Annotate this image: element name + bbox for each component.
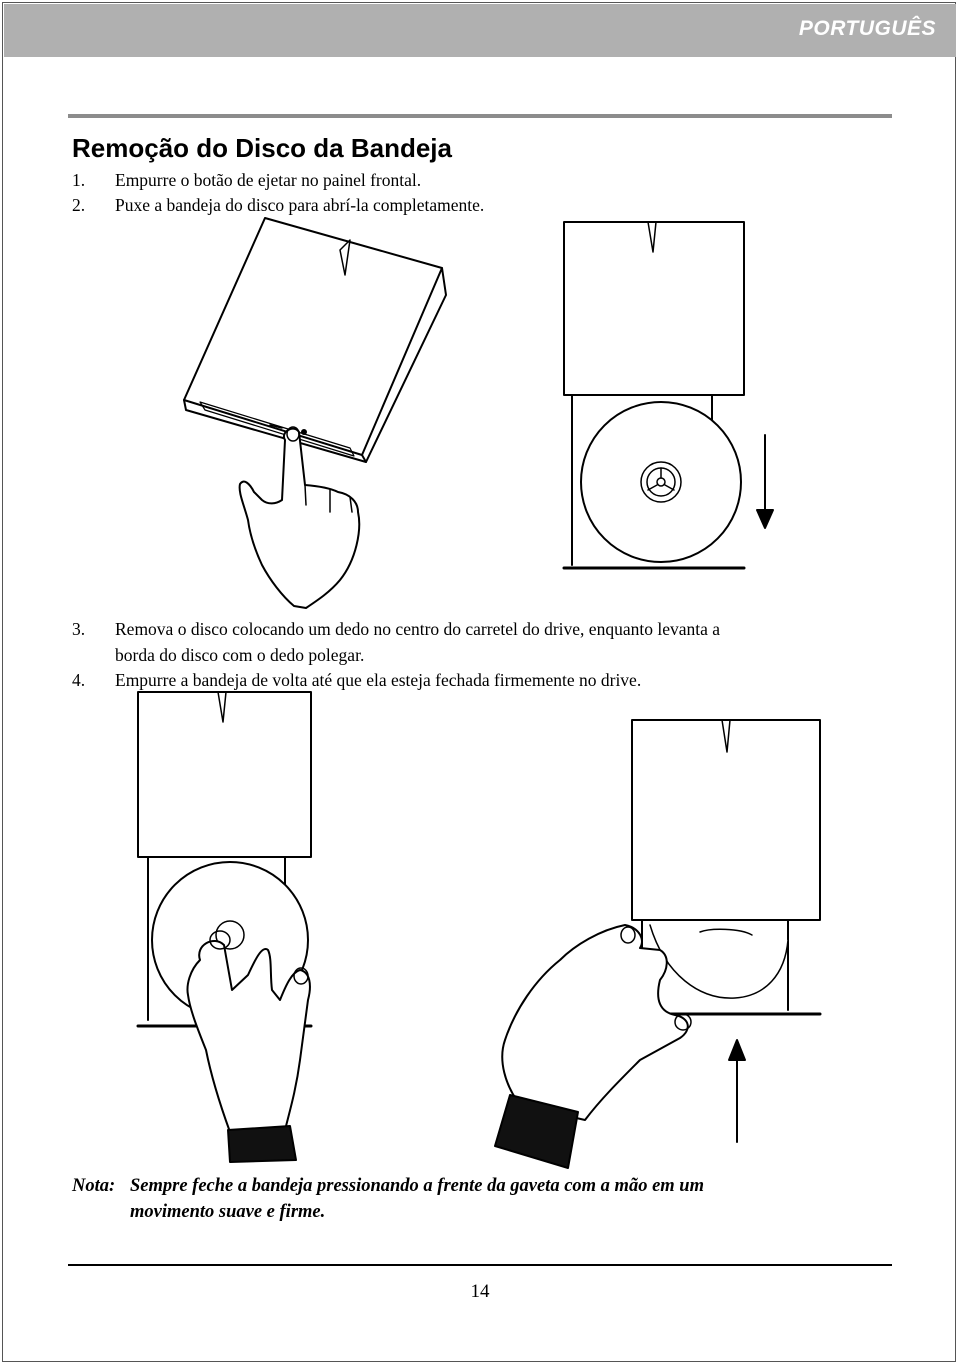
note-label: Nota:	[72, 1176, 116, 1196]
disc-removal-figure	[136, 691, 313, 1163]
language-label: PORTUGUÊS	[798, 17, 936, 40]
step-text: Remova o disco colocando um dedo no cent…	[115, 619, 720, 639]
note-line-1: Sempre feche a bandeja pressionando a fr…	[130, 1176, 704, 1196]
note: Nota:	[72, 1176, 115, 1197]
step-number: 4.	[72, 670, 86, 690]
page-number: 14	[470, 1281, 490, 1302]
step-number: 1.	[72, 170, 86, 190]
step-number: 2.	[72, 195, 86, 215]
step-text: Empurre a bandeja de volta até que ela e…	[115, 670, 642, 690]
step-text: Empurre o botão de ejetar no painel fron…	[115, 170, 422, 190]
step-text: Puxe a bandeja do disco para abrí-la com…	[115, 195, 485, 215]
step-number: 3.	[72, 619, 86, 639]
drive-open-figure	[562, 221, 774, 570]
drive-eject-figure	[183, 217, 447, 609]
step-text: borda do disco com o dedo polegar.	[115, 645, 365, 665]
header-bar: PORTUGUÊS	[4, 4, 956, 57]
bottom-rule	[68, 1264, 892, 1266]
section-title: Remoção do Disco da Bandeja	[72, 133, 452, 163]
note-line-2: movimento suave e firme.	[130, 1202, 326, 1222]
tray-close-figure	[494, 719, 822, 1169]
top-rule	[68, 114, 892, 118]
